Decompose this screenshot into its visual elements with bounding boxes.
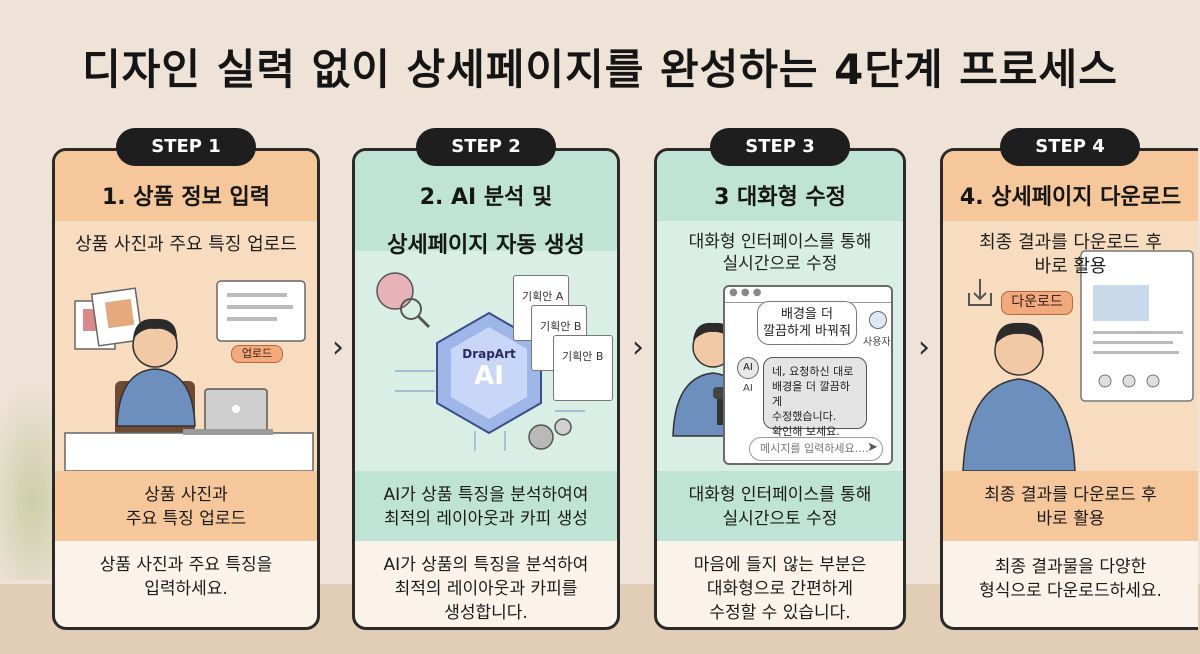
arrow-right-icon: › bbox=[632, 330, 644, 365]
step-1-mid-text: 상품 사진과 주요 특징 업로드 bbox=[125, 485, 247, 529]
step-4-card: 4. 상세페이지 다운로드 최종 결과를 다운로드 후 바로 활용 다운로드 최… bbox=[940, 148, 1198, 630]
step-2-mid-text: AI가 상품 특징을 분석하여여 최적의 레이아웃과 카피 생성 bbox=[383, 485, 589, 529]
download-button[interactable]: 다운로드 bbox=[1001, 291, 1073, 315]
step-1-description: 상품 사진과 주요 특징을 입력하세요. bbox=[99, 555, 273, 599]
person-laptop-illustration bbox=[64, 280, 314, 472]
arrow-right-icon: › bbox=[918, 330, 930, 365]
step-4-illustration bbox=[943, 221, 1198, 472]
step-2-title: 2. AI 분석 및 상세페이지 자동 생성 bbox=[387, 185, 585, 258]
step-1-subtitle: 상품 사진과 주요 특징 업로드 bbox=[75, 234, 297, 255]
person-download-illustration bbox=[962, 250, 1194, 472]
step-3-mid-text: 대화형 인터페이스를 통해 실시간으토 수정 bbox=[688, 485, 872, 529]
step-4-tag: STEP 4 bbox=[1000, 128, 1140, 166]
step-1-title: 1. 상품 정보 입력 bbox=[101, 185, 271, 210]
step-4-subtitle: 최종 결과를 다운로드 후 바로 활용 bbox=[979, 232, 1162, 277]
chip-brand: DrapArt bbox=[462, 347, 516, 361]
send-icon[interactable]: ➤ bbox=[867, 440, 878, 455]
ai-avatar-icon: AI bbox=[737, 357, 759, 379]
step-4-description: 최종 결과물을 다양한 형식으로 다운로드하세요. bbox=[979, 557, 1162, 601]
step-1-card: 1. 상품 정보 입력 상품 사진과 주요 특징 업로드 업로드 상품 사진과 … bbox=[52, 148, 320, 630]
page-title: 디자인 실력 없이 상세페이지를 완성하는 4단계 프로세스 bbox=[82, 45, 1118, 94]
ai-reply-bubble: 네, 요청하신 대로 배경을 더 깔끔하게 수정했습니다. 확인해 보세요. bbox=[763, 357, 867, 438]
step-3-tag: STEP 3 bbox=[710, 128, 850, 166]
step-4-mid-text: 최종 결과를 다운로드 후 바로 활용 bbox=[984, 485, 1157, 529]
user-avatar-icon bbox=[869, 311, 887, 329]
upload-button[interactable]: 업로드 bbox=[231, 345, 283, 363]
chat-message-input[interactable]: 메시지를 입력하세요.... bbox=[749, 437, 883, 461]
draft-b-doc-2: 기획안 B bbox=[553, 335, 613, 401]
user-message-bubble: 배경을 더 깔끔하게 바꿔줘 bbox=[757, 301, 857, 345]
step-2-card: 2. AI 분석 및 상세페이지 자동 생성 DrapArt AI 기획안 A … bbox=[352, 148, 620, 630]
step-2-description: AI가 상품의 특징을 분석하여 최적의 레이아웃과 카피를 생성합니다. bbox=[383, 555, 589, 623]
step-2-tag: STEP 2 bbox=[416, 128, 556, 166]
step-3-title: 3 대화형 수정 bbox=[714, 185, 846, 210]
arrow-right-icon: › bbox=[332, 330, 344, 365]
step-1-tag: STEP 1 bbox=[116, 128, 256, 166]
step-3-card: 3 대화형 수정 대화형 인터페이스를 통해 실시간으로 수정 ● ● ● 배경… bbox=[654, 148, 906, 630]
step-3-description: 마음에 들지 않는 부분은 대화형으로 간편하게 수정할 수 있습니다. bbox=[693, 555, 867, 623]
step-3-subtitle: 대화형 인터페이스를 통해 실시간으로 수정 bbox=[688, 232, 872, 274]
ai-label: AI bbox=[743, 383, 753, 394]
user-label: 사용자 bbox=[863, 337, 891, 348]
step-4-title: 4. 상세페이지 다운로드 bbox=[959, 185, 1182, 210]
ai-chip-illustration bbox=[376, 272, 585, 451]
chip-ai-label: AI bbox=[474, 361, 504, 391]
